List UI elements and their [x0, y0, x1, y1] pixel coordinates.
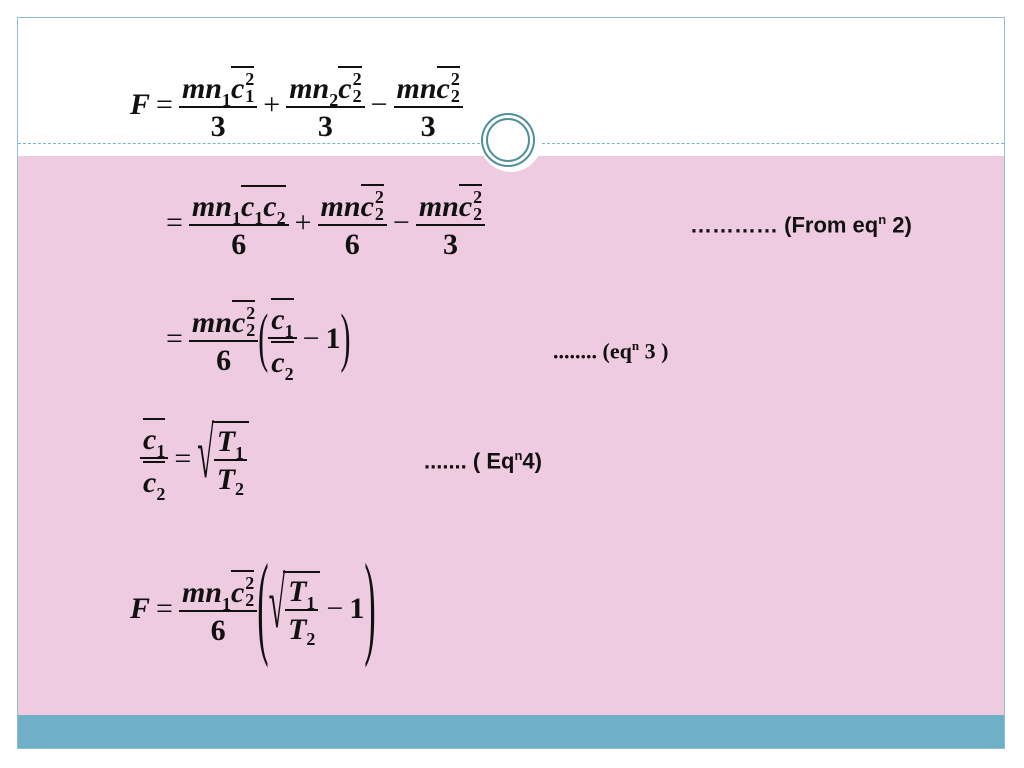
- equals: =: [174, 441, 192, 475]
- one: 1: [325, 321, 341, 355]
- plus: +: [294, 205, 312, 239]
- right-paren: ): [364, 543, 376, 670]
- content-background: [18, 156, 1004, 717]
- equation-4-reference: ....... ( Eqn4): [424, 448, 542, 474]
- equation-2-reference: ………… (From eqn 2): [690, 212, 912, 238]
- cursor-ring-icon: [486, 118, 530, 162]
- minus: −: [392, 205, 410, 239]
- equals: =: [166, 321, 183, 355]
- equals: =: [156, 591, 173, 625]
- left-paren: (: [258, 301, 269, 374]
- plus: +: [263, 87, 281, 121]
- left-paren: (: [257, 543, 269, 670]
- minus: −: [302, 321, 320, 355]
- equals: =: [156, 87, 173, 121]
- right-paren: ): [340, 301, 351, 374]
- minus: −: [326, 591, 344, 625]
- footer-bar: [18, 715, 1004, 748]
- radical-icon: √: [268, 564, 286, 644]
- lhs-f: F: [130, 591, 151, 625]
- lhs-f: F: [130, 87, 151, 121]
- minus: −: [370, 87, 388, 121]
- radical-icon: √: [197, 414, 214, 494]
- equals: =: [166, 205, 183, 239]
- equation-3-reference: ........ (eqn 3 ): [553, 338, 669, 364]
- one: 1: [349, 591, 365, 625]
